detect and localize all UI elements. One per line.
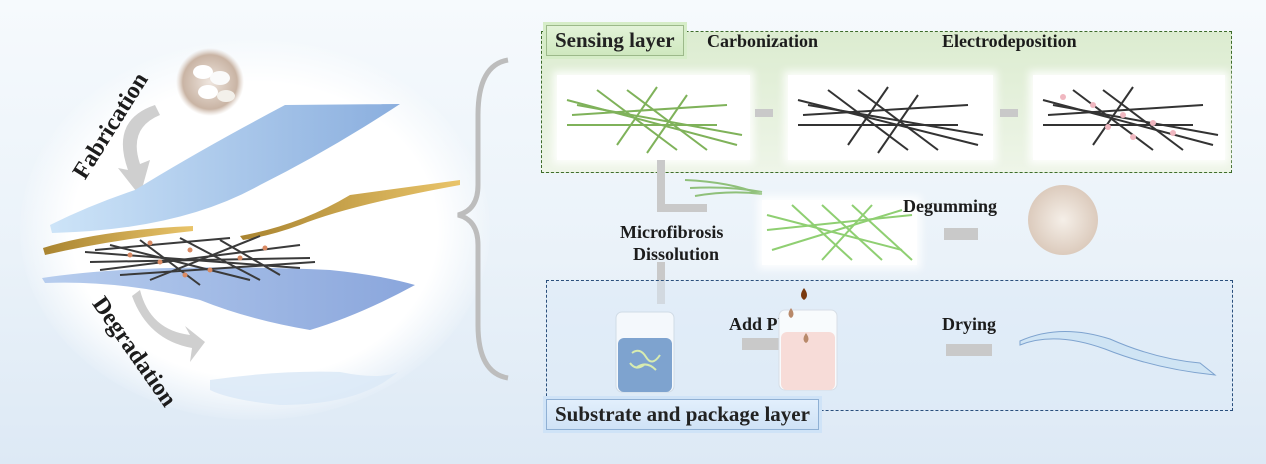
- arrow-right-icon: [1000, 109, 1018, 117]
- dissolution-label: Dissolution: [633, 244, 720, 264]
- brace-icon: [457, 57, 509, 381]
- arrow-right-icon: [755, 109, 773, 117]
- arrow-left-icon: [944, 228, 978, 240]
- carbonization-label: Carbonization: [707, 31, 819, 51]
- degummed-fiber-panel: [762, 200, 917, 265]
- degradation-arrow-icon: [132, 290, 205, 362]
- carbon-fiber-panel: [788, 75, 993, 160]
- connector-line: [657, 204, 707, 212]
- arrow-up-icon: [657, 160, 665, 212]
- silk-fiber-panel: [557, 75, 750, 160]
- beaker-fiber-solution-icon: [615, 311, 675, 393]
- silk-cocoon-photo: [1028, 185, 1098, 255]
- carbon-mesh: [84, 235, 316, 286]
- drying-label: Drying: [942, 314, 996, 334]
- arrow-right-icon: [742, 338, 788, 350]
- fabrication-arrow-icon: [118, 105, 160, 196]
- beaker-pu-icon: [778, 288, 838, 391]
- microfibrosis-label: Microfibrosis: [620, 222, 724, 242]
- degraded-film: [210, 371, 398, 405]
- electrodeposited-panel: [1033, 75, 1225, 160]
- silk-cocoon-photo: [176, 48, 244, 116]
- sensing-layer-tag: Sensing layer: [546, 25, 684, 56]
- arrow-right-icon: [946, 344, 992, 356]
- degumming-label: Degumming: [903, 196, 997, 216]
- add-pu-label: Add PU: [729, 314, 791, 334]
- microfiber-strands-icon: [684, 179, 763, 197]
- substrate-layer-tag: Substrate and package layer: [546, 399, 819, 430]
- device-illustration: [42, 48, 460, 405]
- pu-film-icon: [1019, 331, 1217, 376]
- electrodeposition-label: Electrodeposition: [942, 31, 1077, 51]
